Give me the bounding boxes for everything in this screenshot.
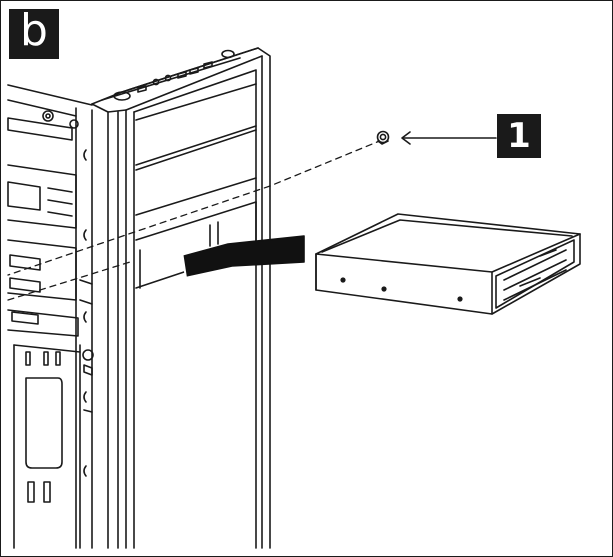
callout-number-text: 1	[507, 116, 531, 156]
step-label-text: b	[20, 5, 48, 56]
case-internal-frame	[7, 84, 94, 549]
screw	[376, 130, 390, 145]
case-front-panel	[91, 47, 271, 549]
drive-unit	[315, 213, 581, 315]
callout-arrow	[401, 131, 497, 145]
callout-number-badge: 1	[497, 114, 541, 158]
alignment-guide-lines	[7, 139, 383, 301]
step-label-badge: b	[9, 9, 59, 59]
insert-direction-arrow	[181, 235, 305, 279]
